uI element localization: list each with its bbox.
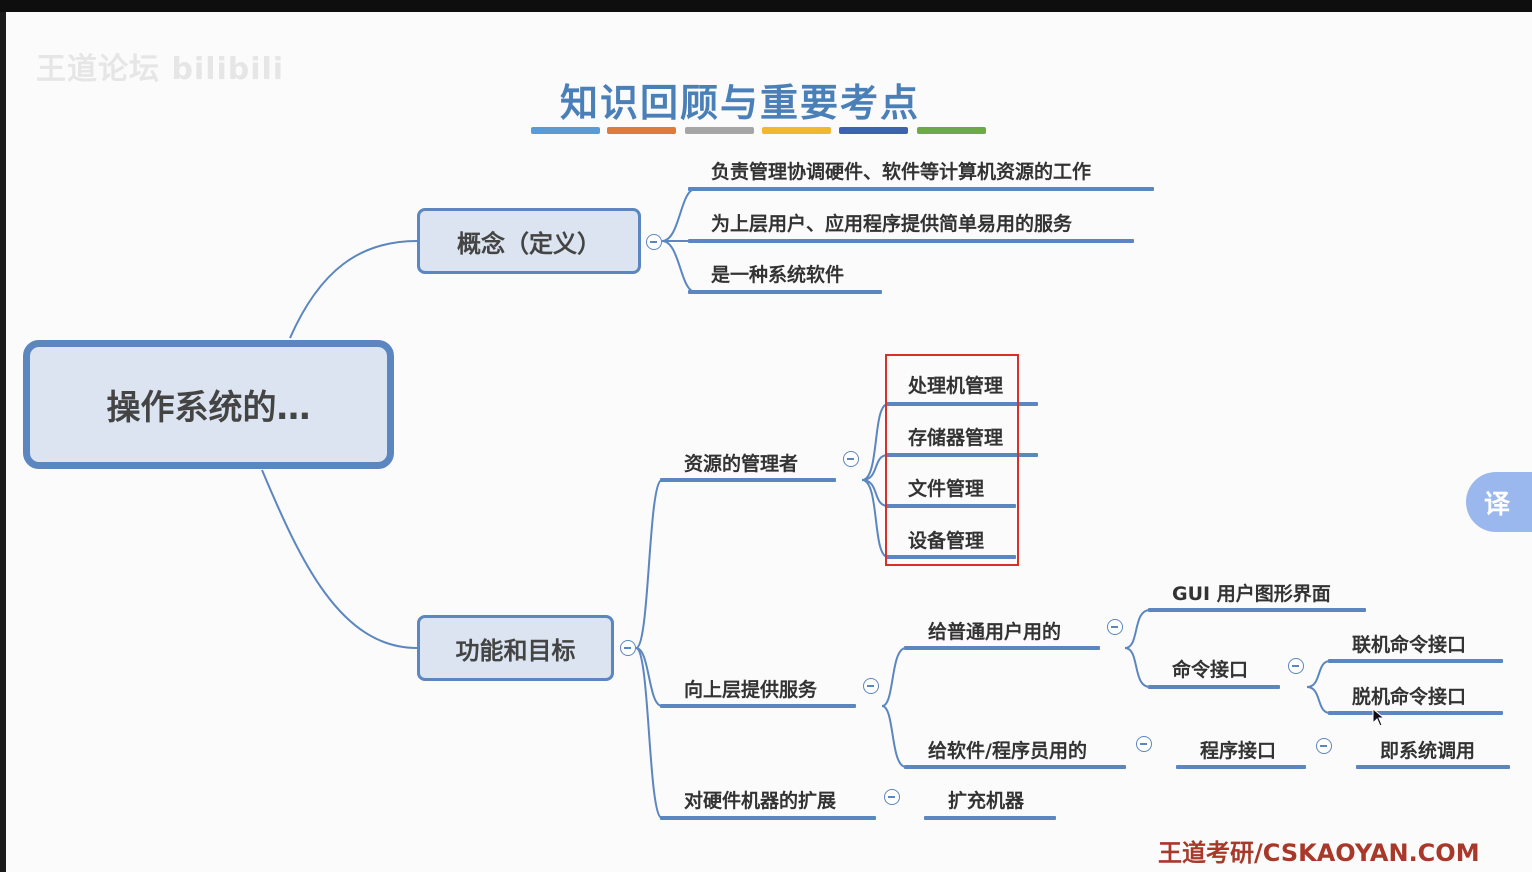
extension-line <box>660 816 876 820</box>
resource-item-memory: 存储器管理 <box>908 427 1004 449</box>
title-bar-5 <box>839 127 908 134</box>
concept-item-3-line <box>688 290 882 294</box>
concept-item-1: 负责管理协调硬件、软件等计算机资源的工作 <box>711 161 1092 183</box>
resource-item-file: 文件管理 <box>908 478 985 500</box>
concept-item-2-line <box>688 239 1134 243</box>
resource-item-processor: 处理机管理 <box>908 375 1004 397</box>
offline-command-line <box>1328 711 1503 715</box>
connector-services-children <box>881 647 907 768</box>
footer-brand: 王道考研/CSKAOYAN.COM <box>1158 839 1480 867</box>
title-bar-1 <box>531 127 600 134</box>
connector-root-functions <box>261 469 418 649</box>
syscall-label: 即系统调用 <box>1380 740 1476 762</box>
title-bar-6 <box>917 127 986 134</box>
services-collapse-icon[interactable] <box>863 678 879 694</box>
syscall-line <box>1356 765 1510 769</box>
for-users-label: 给普通用户用的 <box>928 621 1062 643</box>
functions-collapse-icon[interactable] <box>620 640 636 656</box>
concept-collapse-icon[interactable] <box>646 234 662 250</box>
concept-item-2: 为上层用户、应用程序提供简单易用的服务 <box>711 213 1073 235</box>
extension-label: 对硬件机器的扩展 <box>684 790 837 812</box>
window-top-bar <box>0 0 1532 12</box>
translate-button[interactable]: 译 <box>1466 472 1532 532</box>
functions-node: 功能和目标 <box>417 615 614 681</box>
command-interface-label: 命令接口 <box>1172 659 1249 681</box>
command-interface-collapse-icon[interactable] <box>1288 658 1304 674</box>
title-bar-4 <box>762 127 831 134</box>
resource-manager-line <box>660 478 836 482</box>
for-users-collapse-icon[interactable] <box>1107 619 1123 635</box>
services-line <box>660 704 856 708</box>
concept-node: 概念（定义） <box>417 208 641 274</box>
program-interface-label: 程序接口 <box>1200 740 1277 762</box>
for-programmers-line <box>904 765 1126 769</box>
resource-item-device: 设备管理 <box>908 530 985 552</box>
slide-title: 知识回顾与重要考点 <box>560 81 921 125</box>
resource-item-memory-line <box>886 453 1038 457</box>
gui-label: GUI 用户图形界面 <box>1172 583 1331 605</box>
resource-item-file-line <box>886 504 1016 508</box>
resource-item-processor-line <box>886 402 1038 406</box>
mouse-cursor-icon <box>1372 708 1386 727</box>
concept-item-1-line <box>688 187 1154 191</box>
for-users-line <box>904 646 1100 650</box>
program-interface-line <box>1176 765 1306 769</box>
extension-collapse-icon[interactable] <box>884 789 900 805</box>
gui-line <box>1148 608 1366 612</box>
for-programmers-collapse-icon[interactable] <box>1136 736 1152 752</box>
for-programmers-label: 给软件/程序员用的 <box>928 740 1087 762</box>
extended-machine-line <box>924 816 1056 820</box>
concept-item-3: 是一种系统软件 <box>711 264 845 286</box>
connector-functions-children <box>635 479 663 819</box>
offline-command-label: 脱机命令接口 <box>1352 686 1467 708</box>
program-interface-collapse-icon[interactable] <box>1316 738 1332 754</box>
title-bar-3 <box>685 127 754 134</box>
resource-manager-label: 资源的管理者 <box>684 453 799 475</box>
services-label: 向上层提供服务 <box>684 679 818 701</box>
online-command-line <box>1328 659 1503 663</box>
connector-command-children <box>1306 660 1331 714</box>
highlight-box <box>885 354 1019 566</box>
extended-machine-label: 扩充机器 <box>948 790 1025 812</box>
resource-item-device-line <box>886 555 1016 559</box>
root-node: 操作系统的… <box>23 340 394 469</box>
command-interface-line <box>1148 685 1280 689</box>
resource-manager-collapse-icon[interactable] <box>843 451 859 467</box>
connector-users-children <box>1124 609 1151 688</box>
watermark: 王道论坛 bilibili <box>36 52 285 87</box>
connector-root-concept <box>289 240 418 339</box>
connector-resource-items <box>861 403 889 558</box>
title-bar-2 <box>607 127 676 134</box>
online-command-label: 联机命令接口 <box>1352 634 1467 656</box>
